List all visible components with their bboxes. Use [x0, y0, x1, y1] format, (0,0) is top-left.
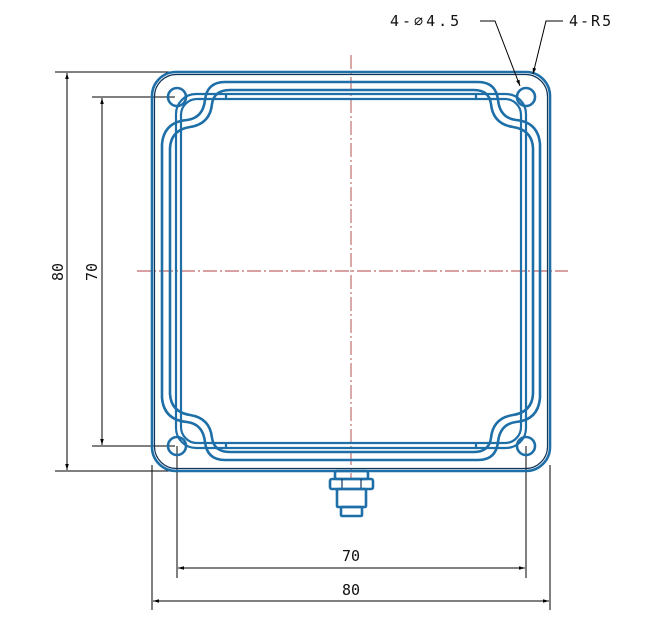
dim-text-outer-height: 80 [49, 263, 67, 281]
mounting-hole-bottom-left [166, 435, 188, 457]
inner-window-inner [179, 97, 523, 445]
mounting-hole-top-right [515, 86, 537, 108]
corner-radius-note-text: 4-R5 [569, 12, 613, 30]
inner-window-outline [174, 92, 528, 450]
gasket-outline-inner [168, 88, 535, 454]
mounting-hole-bottom-right [515, 435, 537, 457]
hole-note-text: 4-∅4.5 [390, 12, 462, 30]
cable-gland [328, 469, 375, 518]
gasket-outline-outer [160, 80, 542, 462]
mounting-hole-top-left [166, 86, 188, 108]
leader-line-hole [480, 20, 521, 87]
dim-text-inner-height: 70 [83, 263, 101, 281]
leader-line-radius [532, 20, 563, 75]
dim-text-inner-width: 70 [342, 547, 360, 565]
dim-text-outer-width: 80 [342, 581, 360, 599]
